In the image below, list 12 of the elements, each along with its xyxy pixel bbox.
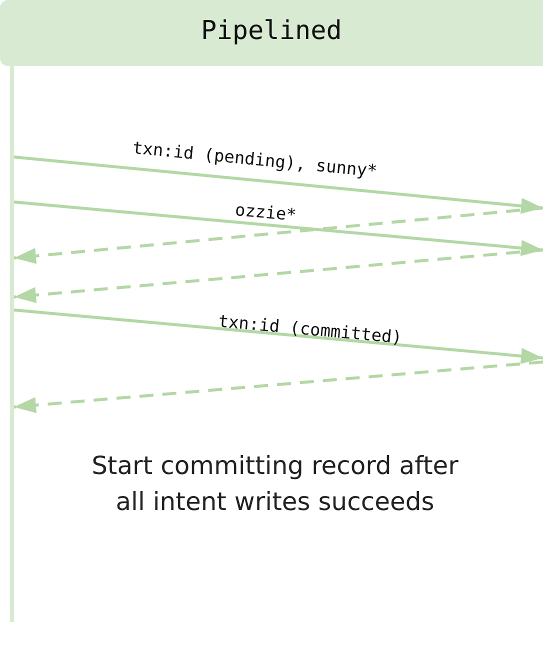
arrow [14, 200, 543, 256]
arrow [14, 156, 543, 214]
arrow [14, 308, 543, 364]
edge-label: ozzie* [234, 200, 297, 226]
edge-label: txn:id (committed) [217, 312, 403, 348]
arrow [14, 360, 543, 414]
arrow [14, 206, 543, 264]
note-text: Start committing record after all intent writes succeeds [90, 450, 460, 518]
arrow [14, 248, 543, 304]
participant-header: Pipelined [0, 0, 543, 66]
edge-label: txn:id (pending), sunny* [132, 138, 378, 182]
lifeline [10, 66, 14, 622]
